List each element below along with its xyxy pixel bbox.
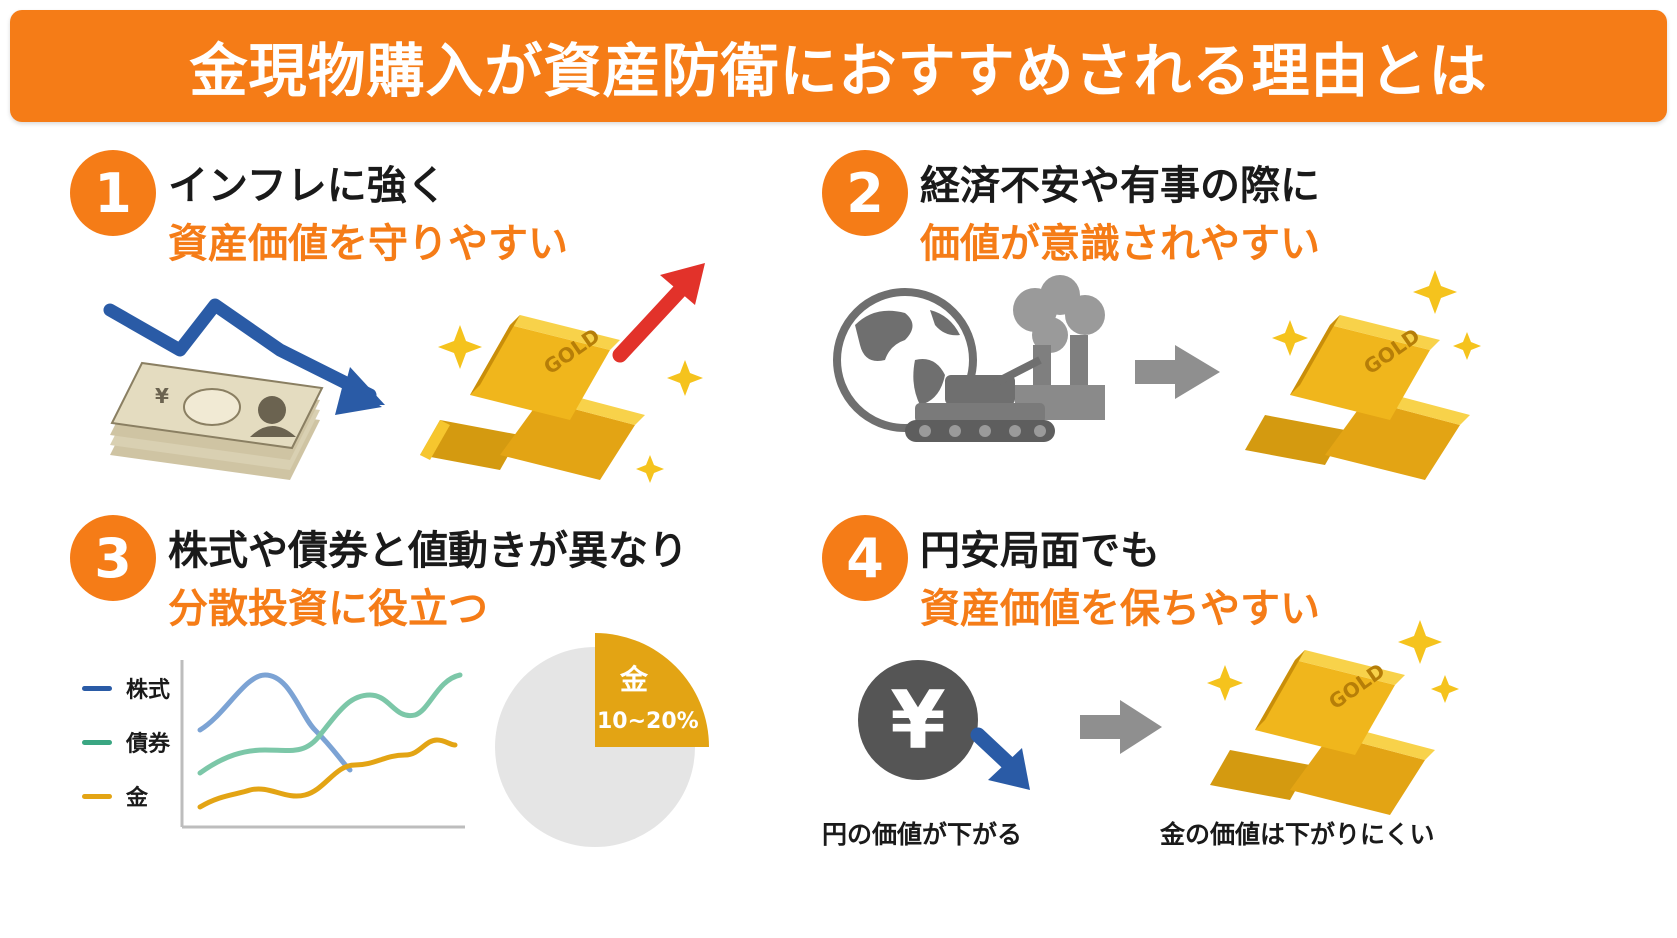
page-title: 金現物購入が資産防衛におすすめされる理由とは	[189, 37, 1488, 105]
series-line-stocks	[197, 672, 353, 773]
yen-coin-icon: ¥	[858, 660, 978, 780]
section-4-heading: 円安局面でも 資産価値を保ちやすい	[920, 522, 1320, 638]
svg-text:¥: ¥	[155, 384, 169, 408]
legend-label-bonds: 債券	[126, 732, 171, 757]
allocation-pie-chart: 金 10~20%	[495, 633, 709, 847]
title-banner: 金現物購入が資産防衛におすすめされる理由とは	[10, 10, 1667, 122]
section-4-number-badge: 4	[822, 515, 908, 601]
globe-icon	[833, 288, 977, 432]
section-4-line1: 円安局面でも	[920, 528, 1160, 574]
section-4-line2: 資産価値を保ちやすい	[920, 586, 1320, 632]
legend-swatch-bonds	[82, 739, 112, 745]
section-1-number-badge: 1	[70, 150, 156, 236]
section-2-heading: 経済不安や有事の際に 価値が意識されやすい	[920, 157, 1320, 273]
weak-yen-illustration: ¥ GOLD	[858, 620, 1459, 815]
section-3-heading: 株式や債券と値動きが異なり 分散投資に役立つ	[168, 522, 688, 638]
section-2-number-badge: 2	[822, 150, 908, 236]
gold-bars-icon: GOLD	[1210, 650, 1435, 815]
factory-icon	[1013, 275, 1105, 420]
legend-swatch-stocks	[82, 685, 112, 691]
section-3-line1: 株式や債券と値動きが異なり	[168, 528, 688, 574]
section-1-line1: インフレに強く	[168, 163, 447, 209]
pie-slice-gold	[595, 633, 709, 747]
legend-bonds: 債券	[82, 726, 170, 758]
yen-bills-icon: ¥	[110, 361, 324, 480]
decline-arrow-icon	[103, 298, 385, 415]
legend-label-gold: 金	[126, 786, 149, 811]
sparkle-icon	[1272, 270, 1481, 360]
tank-icon	[905, 356, 1055, 442]
down-arrow-icon	[970, 727, 1030, 790]
sparkle-icon	[1207, 620, 1459, 703]
series-line-gold	[197, 737, 458, 810]
series-line-bonds	[197, 672, 463, 776]
section-3-number-badge: 3	[70, 515, 156, 601]
gold-bars-icon: GOLD	[420, 315, 645, 480]
section-2-line2: 価値が意識されやすい	[920, 221, 1320, 267]
legend-swatch-gold	[82, 793, 112, 799]
right-arrow-icon	[1135, 345, 1220, 399]
gold-bars-icon: GOLD	[1245, 315, 1470, 480]
inflation-illustration: ¥ GOLD	[103, 263, 705, 483]
legend-gold: 金	[82, 780, 148, 812]
line-chart	[180, 660, 465, 829]
sparkle-icon	[438, 325, 703, 483]
crisis-illustration: GOLD	[833, 270, 1481, 480]
section-3-line2: 分散投資に役立つ	[168, 586, 488, 632]
legend-stocks: 株式	[82, 672, 170, 704]
legend-label-stocks: 株式	[126, 678, 171, 703]
section-1-heading: インフレに強く 資産価値を守りやすい	[168, 157, 568, 273]
yen-symbol: ¥	[890, 674, 946, 767]
section-1-line2: 資産価値を守りやすい	[168, 221, 568, 267]
caption-yen-falls: 円の価値が下がる	[822, 820, 1023, 849]
pie-label-gold: 金	[619, 663, 649, 696]
caption-gold-holds: 金の価値は下がりにくい	[1160, 820, 1435, 849]
pie-value-label: 10~20%	[597, 709, 699, 734]
right-arrow-icon	[1080, 700, 1162, 754]
section-2-line1: 経済不安や有事の際に	[920, 163, 1320, 209]
rise-arrow-icon	[612, 263, 705, 363]
